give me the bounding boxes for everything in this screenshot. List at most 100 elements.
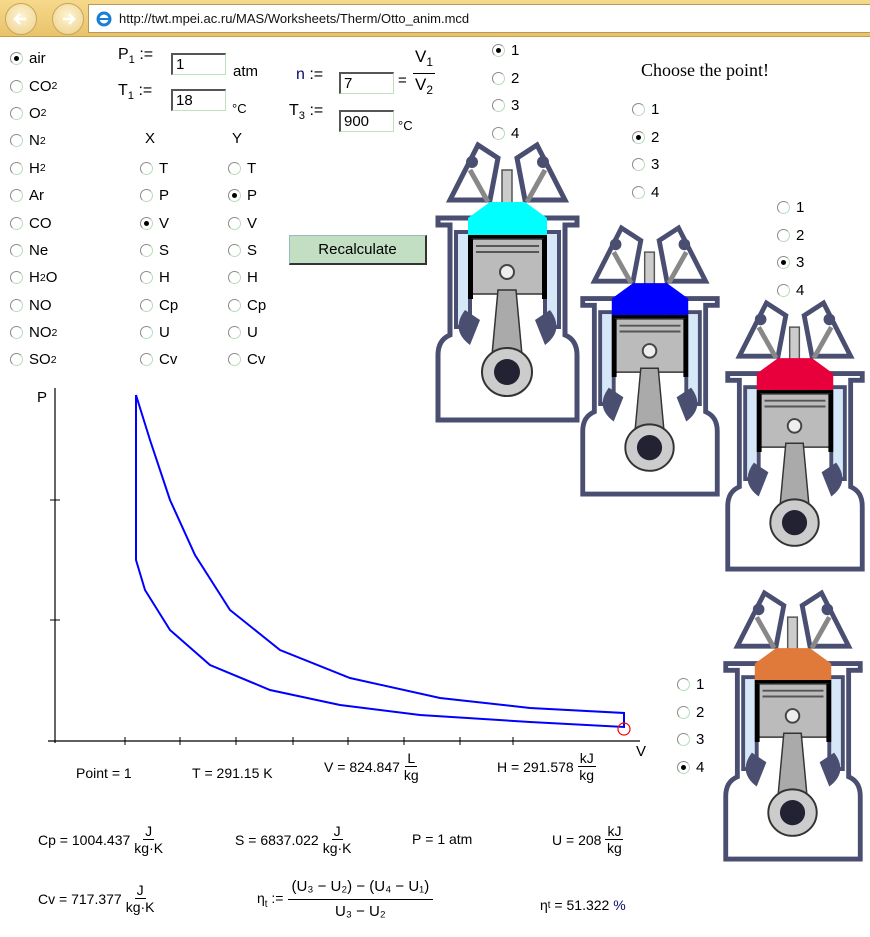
point-c-option-3[interactable]: 3 [777, 249, 804, 277]
x-axis-option-t[interactable]: T [140, 155, 178, 182]
x-axis-option-p[interactable]: P [140, 182, 178, 209]
point-b-option-3[interactable]: 3 [632, 151, 659, 179]
radio-button-icon[interactable] [492, 99, 505, 113]
recalculate-button[interactable]: Recalculate [289, 235, 427, 265]
radio-button-icon[interactable] [140, 298, 153, 312]
x-axis-option-u[interactable]: U [140, 319, 178, 346]
radio-button-icon[interactable] [140, 189, 153, 203]
radio-button-icon[interactable] [492, 126, 505, 140]
x-axis-option-cp[interactable]: Cp [140, 291, 178, 318]
radio-button-icon[interactable] [777, 283, 790, 297]
radio-button-icon[interactable] [228, 189, 241, 203]
radio-button-icon[interactable] [228, 244, 241, 258]
radio-button-icon[interactable] [228, 353, 241, 367]
x-axis-option-s[interactable]: S [140, 237, 178, 264]
radio-button-icon[interactable] [140, 216, 153, 230]
t3-label: T3 := [289, 102, 324, 122]
y-axis-option-u[interactable]: U [228, 319, 266, 346]
y-axis-option-t[interactable]: T [228, 155, 266, 182]
forward-button[interactable] [52, 3, 84, 35]
point-d-option-2[interactable]: 2 [677, 699, 704, 727]
radio-button-icon[interactable] [228, 162, 241, 176]
radio-button-icon[interactable] [677, 733, 690, 747]
x-axis-option-v[interactable]: V [140, 210, 178, 237]
radio-button-icon[interactable] [632, 158, 645, 172]
radio-button-icon[interactable] [777, 256, 790, 270]
gas-option-ar[interactable]: Ar [10, 182, 57, 209]
point-a-option-4[interactable]: 4 [492, 120, 519, 148]
radio-button-icon[interactable] [140, 244, 153, 258]
radio-button-icon[interactable] [140, 162, 153, 176]
point-d-option-4[interactable]: 4 [677, 754, 704, 782]
gas-option-no[interactable]: NO [10, 292, 57, 319]
address-bar[interactable]: http://twt.mpei.ac.ru/MAS/Worksheets/The… [88, 4, 870, 33]
radio-button-icon[interactable] [140, 325, 153, 339]
pv-diagram: P V [37, 388, 646, 760]
radio-button-icon[interactable] [10, 243, 23, 257]
point-b-option-1[interactable]: 1 [632, 96, 659, 124]
y-axis-option-v[interactable]: V [228, 210, 266, 237]
radio-button-icon[interactable] [10, 326, 23, 340]
radio-button-icon[interactable] [677, 760, 690, 774]
point-c-option-1[interactable]: 1 [777, 194, 804, 222]
radio-button-icon[interactable] [10, 298, 23, 312]
point-d-option-1[interactable]: 1 [677, 671, 704, 699]
radio-button-icon[interactable] [677, 705, 690, 719]
radio-button-icon[interactable] [632, 103, 645, 117]
radio-button-icon[interactable] [228, 298, 241, 312]
t1-input[interactable] [171, 89, 226, 111]
engine-icon [725, 299, 865, 572]
point-b-option-4[interactable]: 4 [632, 179, 659, 207]
back-button[interactable] [5, 3, 37, 35]
x-axis-option-h[interactable]: H [140, 264, 178, 291]
radio-button-icon[interactable] [632, 185, 645, 199]
radio-button-icon[interactable] [10, 189, 23, 203]
radio-button-icon[interactable] [777, 201, 790, 215]
t3-input[interactable] [339, 110, 394, 132]
radio-button-icon[interactable] [140, 353, 153, 367]
radio-button-icon[interactable] [10, 271, 23, 285]
y-axis-option-h[interactable]: H [228, 264, 266, 291]
point-a-option-3[interactable]: 3 [492, 92, 519, 120]
point-d-option-3[interactable]: 3 [677, 726, 704, 754]
p1-input[interactable] [171, 53, 226, 75]
n-input[interactable] [339, 72, 394, 94]
radio-button-icon[interactable] [228, 271, 241, 285]
point-a-option-2[interactable]: 2 [492, 65, 519, 93]
radio-button-icon[interactable] [677, 678, 690, 692]
gas-option-co[interactable]: CO [10, 209, 57, 236]
point-b-option-2[interactable]: 2 [632, 124, 659, 152]
point-c-option-2[interactable]: 2 [777, 222, 804, 250]
y-axis-option-p[interactable]: P [228, 182, 266, 209]
point-a-option-1[interactable]: 1 [492, 37, 519, 65]
radio-button-icon[interactable] [140, 271, 153, 285]
radio-button-icon[interactable] [777, 228, 790, 242]
y-axis-option-cv[interactable]: Cv [228, 346, 266, 373]
radio-button-icon[interactable] [492, 71, 505, 85]
radio-button-icon[interactable] [228, 325, 241, 339]
radio-button-icon[interactable] [632, 130, 645, 144]
gas-option-air[interactable]: air [10, 45, 57, 72]
y-axis-option-s[interactable]: S [228, 237, 266, 264]
radio-button-icon[interactable] [10, 52, 23, 66]
radio-button-icon[interactable] [10, 106, 23, 120]
radio-button-icon[interactable] [10, 161, 23, 175]
radio-button-icon[interactable] [10, 79, 23, 93]
gas-option-ne[interactable]: Ne [10, 237, 57, 264]
x-axis-label: V [636, 743, 646, 760]
point-c-option-4[interactable]: 4 [777, 277, 804, 305]
radio-button-icon[interactable] [10, 353, 23, 367]
radio-button-icon[interactable] [10, 216, 23, 230]
x-axis-option-cv[interactable]: Cv [140, 346, 178, 373]
radio-button-icon[interactable] [228, 216, 241, 230]
radio-button-icon[interactable] [492, 44, 505, 58]
radio-button-icon[interactable] [10, 134, 23, 148]
y-axis-option-cp[interactable]: Cp [228, 291, 266, 318]
